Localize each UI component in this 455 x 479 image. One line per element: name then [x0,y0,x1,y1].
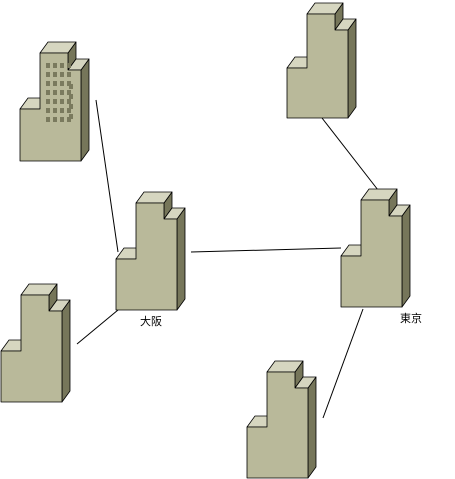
window-icon [60,108,64,113]
building-icon [286,2,357,119]
tokyo-label: 東京 [400,312,422,325]
building-icon [340,188,411,308]
window-icon [46,108,50,113]
window-icon [53,63,57,68]
window-icon [67,108,71,113]
connection-osaka-tokyo [190,247,342,253]
window-icon [60,117,64,122]
window-icon [46,117,50,122]
window-icon [67,90,71,95]
office-building-icon [19,41,90,162]
building-icon [246,360,317,479]
building-icon [115,191,186,311]
osaka-label: 大阪 [140,315,162,328]
window-icon [60,81,64,86]
window-icon [67,117,71,122]
building-nodes [0,2,411,479]
window-icon [69,84,73,89]
window-icon [69,104,73,109]
connection-building-top-right-tokyo [321,117,379,191]
window-icon [46,99,50,104]
window-icon [67,72,71,77]
window-icon [53,99,57,104]
connection-office-top-left-osaka [95,99,119,253]
window-icon [60,63,64,68]
window-icon [67,81,71,86]
window-icon [53,117,57,122]
window-icon [60,90,64,95]
window-icon [53,90,57,95]
window-icon [67,99,71,104]
window-icon [53,72,57,77]
window-icon [46,63,50,68]
connection-building-mid-left-osaka [76,309,119,345]
window-icon [46,81,50,86]
connection-building-bottom-right-tokyo [322,308,364,419]
window-icon [53,81,57,86]
window-icon [46,90,50,95]
connections [76,99,379,419]
window-icon [69,114,73,119]
window-icon [46,72,50,77]
window-icon [60,99,64,104]
window-icon [53,108,57,113]
window-icon [69,94,73,99]
window-icon [60,72,64,77]
building-icon [0,283,71,403]
window-icon [67,63,71,68]
